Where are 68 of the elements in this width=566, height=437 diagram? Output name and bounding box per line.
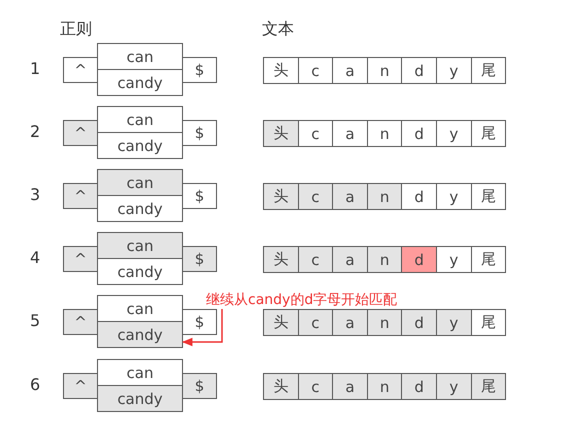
text-cell: n	[366, 183, 402, 210]
text-cell: y	[436, 120, 472, 147]
text-cell: c	[298, 246, 334, 273]
text-cell: 尾	[470, 373, 506, 400]
text-cell: n	[366, 309, 402, 336]
text-cell: 头	[263, 183, 299, 210]
annotation-text: 继续从candy的d字母开始匹配	[206, 291, 398, 309]
text-cell: c	[298, 309, 334, 336]
anchor-box: ^	[63, 57, 98, 83]
text-cell: n	[366, 246, 402, 273]
text-cell: c	[298, 183, 334, 210]
step-number: 3	[30, 185, 40, 204]
text-cell: y	[436, 57, 472, 84]
alternative-box: can	[97, 169, 183, 196]
text-cell: a	[332, 309, 368, 336]
arrow	[182, 309, 223, 346]
alternative-box: can	[97, 232, 183, 259]
anchor-box: $	[182, 309, 217, 335]
text-cell: y	[436, 373, 472, 400]
step-number: 4	[30, 248, 40, 267]
text-cell: y	[436, 183, 472, 210]
text-cell: a	[332, 246, 368, 273]
text-cell: 头	[263, 373, 299, 400]
step-number: 2	[30, 122, 40, 141]
text-cell: a	[332, 120, 368, 147]
step-number: 5	[30, 311, 40, 330]
text-cell: a	[332, 183, 368, 210]
text-cell: y	[436, 309, 472, 336]
text-cell: a	[332, 57, 368, 84]
anchor-box: $	[182, 183, 217, 209]
anchor-box: ^	[63, 120, 98, 146]
anchor-box: ^	[63, 246, 98, 272]
step-number: 1	[30, 59, 40, 78]
text-cell: d	[401, 120, 437, 147]
text-cell: n	[366, 57, 402, 84]
text-cell: d	[401, 183, 437, 210]
text-cell: n	[366, 120, 402, 147]
anchor-box: ^	[63, 183, 98, 209]
alternative-box: candy	[97, 385, 183, 412]
text-cell: d	[401, 373, 437, 400]
text-cell: 头	[263, 120, 299, 147]
anchor-box: ^	[63, 373, 98, 399]
text-cell: 头	[263, 246, 299, 273]
text-cell: 尾	[470, 120, 506, 147]
text-cell: 尾	[470, 309, 506, 336]
anchor-box: $	[182, 57, 217, 83]
text-cell: d	[401, 309, 437, 336]
text-cell: 尾	[470, 57, 506, 84]
text-cell: a	[332, 373, 368, 400]
step-number: 6	[30, 375, 40, 394]
text-cell: 尾	[470, 246, 506, 273]
anchor-box: ^	[63, 309, 98, 335]
text-cell: d	[401, 57, 437, 84]
text-cell: c	[298, 57, 334, 84]
text-cell: 头	[263, 57, 299, 84]
text-cell: 头	[263, 309, 299, 336]
text-cell: y	[436, 246, 472, 273]
column-heading: 正则	[60, 19, 92, 40]
anchor-box: $	[182, 373, 217, 399]
text-cell: n	[366, 373, 402, 400]
alternative-box: candy	[97, 321, 183, 348]
text-cell: 尾	[470, 183, 506, 210]
text-cell: c	[298, 373, 334, 400]
text-cell: c	[298, 120, 334, 147]
anchor-box: $	[182, 120, 217, 146]
anchor-box: $	[182, 246, 217, 272]
text-cell: d	[401, 246, 437, 273]
column-heading: 文本	[262, 19, 294, 40]
